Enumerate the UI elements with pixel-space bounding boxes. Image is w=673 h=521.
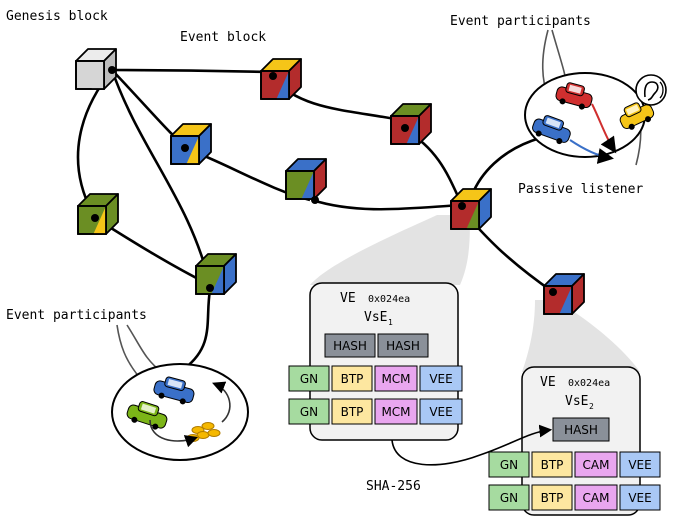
block-cube — [77, 193, 119, 235]
field-label-gn: GN — [500, 458, 518, 472]
field-label-mcm: MCM — [381, 372, 410, 386]
ve2-hash-1: HASH — [564, 423, 598, 437]
chain-link — [311, 198, 463, 211]
ve1-hash-2: HASH — [386, 339, 420, 353]
field-cell-cam — [574, 451, 618, 478]
field-cell-mcm — [374, 365, 418, 392]
projection-cone-2 — [522, 300, 640, 372]
sha256-arrow — [391, 424, 553, 466]
block-cube — [390, 103, 432, 145]
blue-car-icon — [532, 115, 571, 145]
event-block-cube — [260, 58, 302, 100]
block-cube — [195, 253, 237, 295]
green-car-icon — [126, 401, 168, 430]
genesis-block-label: Genesis block — [6, 9, 108, 24]
field-label-vee: VEE — [628, 491, 651, 505]
field-label-cam: CAM — [583, 491, 610, 505]
field-cell-btp — [531, 451, 573, 478]
field-cell-gn — [488, 451, 530, 478]
red-car-icon — [555, 82, 593, 110]
field-label-gn: GN — [300, 372, 318, 386]
field-label-btp: BTP — [541, 458, 564, 472]
ve2-field-rows: GN BTP CAM VEE GN BTP CAM VEE — [488, 451, 661, 511]
field-label-cam: CAM — [583, 458, 610, 472]
genesis-block-cube — [75, 48, 117, 90]
field-label-vee: VEE — [628, 458, 651, 472]
field-cell-btp — [331, 365, 373, 392]
blue-car-icon — [153, 376, 195, 405]
field-cell-btp — [531, 484, 573, 511]
chain-dots — [91, 66, 557, 296]
field-label-vee: VEE — [429, 372, 452, 386]
field-cell-vee — [619, 484, 661, 511]
field-cell-gn — [288, 398, 330, 425]
block-cube — [450, 188, 492, 230]
participants-left — [111, 363, 249, 461]
event-participants-top-label: Event participants — [450, 14, 591, 29]
chain-link — [110, 69, 212, 286]
passive-listener-label: Passive listener — [518, 182, 643, 197]
field-cell-vee — [419, 365, 463, 392]
ve1-field-rows: GN BTP MCM VEE GN BTP MCM VEE — [288, 365, 463, 425]
ve1-id: 0x024ea — [368, 294, 410, 305]
projection-cone-1 — [310, 215, 470, 285]
ear-icon — [635, 74, 667, 106]
ve1-title: VE — [340, 291, 356, 306]
field-cell-cam — [574, 484, 618, 511]
ve2-title: VE — [540, 375, 556, 390]
field-cell-mcm — [374, 398, 418, 425]
block-cube — [170, 123, 212, 165]
yellow-car-icon — [619, 102, 655, 130]
field-label-btp: BTP — [341, 372, 364, 386]
chain-link — [76, 69, 114, 213]
event-participants-left-label: Event participants — [6, 308, 147, 323]
field-cell-vee — [419, 398, 463, 425]
ve1-hash-1: HASH — [333, 339, 367, 353]
sha256-label: SHA-256 — [366, 479, 421, 494]
ve2-id: 0x024ea — [568, 378, 610, 389]
field-label-gn: GN — [500, 491, 518, 505]
event-block-label: Event block — [180, 30, 266, 45]
ve1-subtitle: VsE — [364, 310, 387, 325]
blocks — [75, 48, 585, 315]
ve2-subscript: 2 — [589, 402, 594, 411]
ve-block-2: VE 0x024ea VsE 2 HASH — [521, 366, 641, 516]
field-label-btp: BTP — [541, 491, 564, 505]
block-cube — [285, 158, 327, 200]
ve2-subtitle: VsE — [565, 394, 588, 409]
chain-link — [184, 289, 212, 370]
field-cell-btp — [331, 398, 373, 425]
field-cell-vee — [619, 451, 661, 478]
field-label-mcm: MCM — [381, 405, 410, 419]
field-label-btp: BTP — [341, 405, 364, 419]
field-cell-gn — [488, 484, 530, 511]
field-label-vee: VEE — [429, 405, 452, 419]
chain-link — [111, 68, 269, 74]
ve1-subscript: 1 — [388, 318, 393, 327]
participants-top — [524, 72, 667, 164]
field-label-gn: GN — [300, 405, 318, 419]
field-cell-gn — [288, 365, 330, 392]
